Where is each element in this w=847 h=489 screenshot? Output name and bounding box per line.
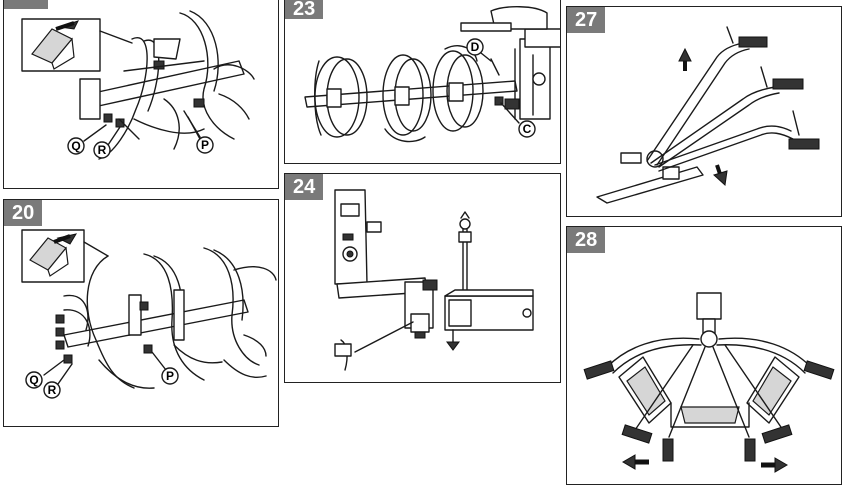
panel-number-20: 20 bbox=[4, 200, 43, 226]
handlebar-adjust-illustration-27 bbox=[596, 26, 820, 204]
arrow-right-icon bbox=[774, 457, 788, 473]
panel-step-23: 23 D C bbox=[284, 0, 561, 164]
callout-q bbox=[67, 137, 85, 155]
tine-mounting-illustration-23: D C bbox=[304, 6, 560, 143]
callout-p bbox=[161, 367, 179, 385]
panel-step-20: 20 Q R bbox=[3, 199, 279, 427]
callout-p-label: P bbox=[166, 369, 174, 383]
callout-q-label: Q bbox=[29, 373, 38, 387]
callout-r bbox=[43, 381, 61, 399]
panel-number-28: 28 bbox=[567, 227, 606, 253]
panel-number-19 bbox=[4, 0, 48, 9]
callout-r bbox=[93, 141, 111, 159]
tine-shaft bbox=[304, 80, 518, 108]
panel-step-24: 24 bbox=[284, 173, 561, 383]
callout-c bbox=[518, 120, 536, 138]
panel-number-24: 24 bbox=[285, 174, 324, 200]
arrow-up-icon bbox=[678, 47, 692, 62]
panel-step-28: 28 bbox=[566, 226, 842, 485]
callout-p-label: P bbox=[201, 138, 209, 152]
callout-c-label: C bbox=[523, 122, 532, 136]
tiller-assembly-illustration-19: Q R P bbox=[21, 10, 255, 160]
panel-number-23: 23 bbox=[285, 0, 324, 19]
callout-d-label: D bbox=[471, 40, 480, 54]
panel-number-27: 27 bbox=[567, 7, 606, 33]
panel-step-19: Q R P bbox=[3, 0, 279, 189]
callout-q-label: Q bbox=[71, 139, 80, 153]
arrow-down-icon bbox=[713, 170, 728, 187]
callout-r-label: R bbox=[48, 383, 57, 397]
callout-d bbox=[466, 38, 484, 56]
callout-r-label: R bbox=[98, 143, 107, 157]
panel-step-27: 27 bbox=[566, 6, 842, 217]
callout-q bbox=[25, 371, 43, 389]
tiller-assembly-illustration-20: Q R P bbox=[21, 229, 277, 399]
depth-bar-illustration-24 bbox=[334, 189, 534, 371]
tine-shaft bbox=[63, 299, 249, 348]
handlebar-rotate-illustration-28 bbox=[583, 292, 835, 473]
arrow-left-icon bbox=[622, 454, 636, 470]
callout-p bbox=[196, 136, 214, 154]
